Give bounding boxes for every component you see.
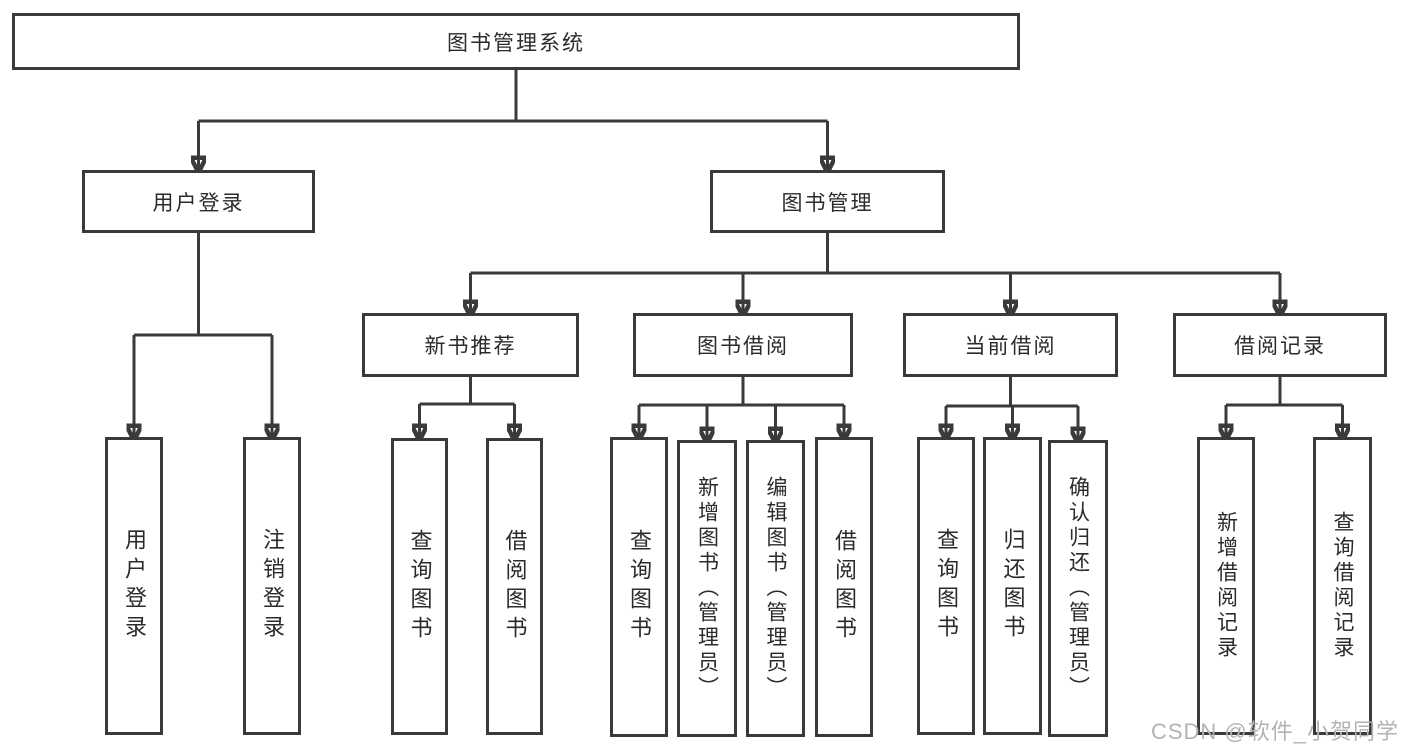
node-new-book-rec-label: 新书推荐 bbox=[424, 335, 517, 358]
node-root-label: 图书管理系统 bbox=[447, 31, 585, 55]
node-user-login-group-label: 用户登录 bbox=[152, 191, 245, 215]
node-leaf-add-books-label: 新增图书（管理员） bbox=[695, 476, 719, 701]
node-leaf-return-books-label: 归还图书 bbox=[1000, 528, 1026, 644]
node-leaf-return-books: 归还图书 bbox=[983, 437, 1042, 735]
node-current-borrow-label: 当前借阅 bbox=[964, 335, 1057, 358]
node-leaf-user-login: 用户登录 bbox=[105, 437, 163, 735]
node-leaf-add-borrow-record-label: 新增借阅记录 bbox=[1214, 511, 1238, 661]
node-leaf-borrow-books-b: 借阅图书 bbox=[815, 437, 873, 737]
node-leaf-borrow-books-b-label: 借阅图书 bbox=[832, 529, 857, 645]
node-leaf-query-books-c: 查询图书 bbox=[917, 437, 975, 735]
node-leaf-query-borrow-record-label: 查询借阅记录 bbox=[1331, 511, 1354, 661]
node-book-mgmt-group: 图书管理 bbox=[710, 170, 945, 233]
node-book-borrow: 图书借阅 bbox=[633, 313, 853, 377]
node-borrow-records-label: 借阅记录 bbox=[1234, 335, 1326, 358]
node-leaf-logout: 注销登录 bbox=[243, 437, 301, 735]
node-root: 图书管理系统 bbox=[12, 13, 1020, 70]
node-leaf-query-books-a-label: 查询图书 bbox=[407, 528, 433, 645]
node-leaf-borrow-books-a-label: 借阅图书 bbox=[502, 528, 528, 645]
node-leaf-query-books-c-label: 查询图书 bbox=[934, 528, 959, 644]
node-leaf-confirm-return: 确认归还（管理员） bbox=[1048, 440, 1108, 737]
node-book-borrow-label: 图书借阅 bbox=[697, 335, 789, 358]
node-current-borrow: 当前借阅 bbox=[903, 313, 1118, 377]
node-leaf-query-books-b-label: 查询图书 bbox=[627, 529, 652, 645]
node-leaf-logout-label: 注销登录 bbox=[260, 528, 285, 644]
node-leaf-add-borrow-record: 新增借阅记录 bbox=[1197, 437, 1255, 735]
node-leaf-query-books-a: 查询图书 bbox=[391, 438, 448, 735]
node-leaf-user-login-label: 用户登录 bbox=[122, 528, 147, 644]
node-leaf-add-books: 新增图书（管理员） bbox=[677, 440, 737, 737]
node-borrow-records: 借阅记录 bbox=[1173, 313, 1387, 377]
node-user-login-group: 用户登录 bbox=[82, 170, 315, 233]
node-leaf-borrow-books-a: 借阅图书 bbox=[486, 438, 543, 735]
node-book-mgmt-group-label: 图书管理 bbox=[781, 191, 874, 215]
node-leaf-query-books-b: 查询图书 bbox=[610, 437, 668, 737]
csdn-watermark: CSDN @软件_小贺同学 bbox=[1150, 719, 1399, 744]
node-leaf-confirm-return-label: 确认归还（管理员） bbox=[1066, 476, 1090, 701]
node-new-book-rec: 新书推荐 bbox=[362, 313, 579, 377]
node-leaf-query-borrow-record: 查询借阅记录 bbox=[1313, 437, 1372, 735]
node-leaf-edit-books-label: 编辑图书（管理员） bbox=[764, 476, 787, 701]
node-leaf-edit-books: 编辑图书（管理员） bbox=[746, 440, 805, 737]
